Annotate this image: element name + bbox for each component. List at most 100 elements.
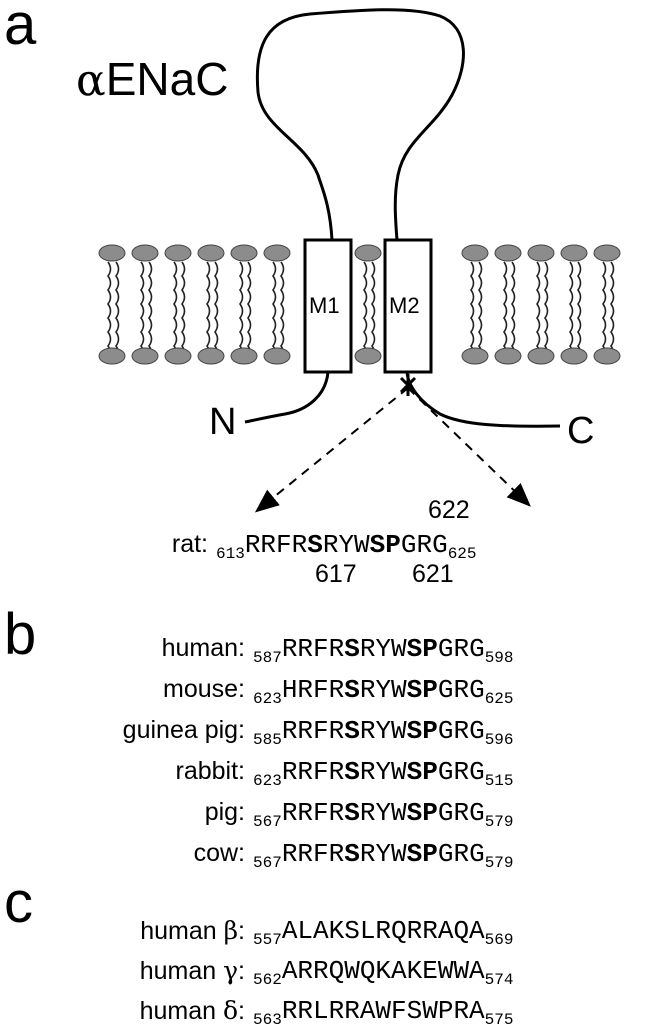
lipid-tail [107,261,112,361]
species-sequence-row: rabbit: 623RRFRSRYWSPGRG515 [176,757,514,790]
lipid-tail [173,261,178,361]
lipid-head-bottom [593,347,621,365]
species-sequence-row: pig: 567RRFRSRYWSPGRG579 [205,798,514,831]
lipid-tail [115,261,120,361]
species-label: pig: [204,798,245,826]
title-enac: ENaC [105,53,229,105]
lipid-head-top [354,244,382,262]
n-terminus-tail [244,371,330,424]
lipid-tail [140,261,145,361]
paralog-sequence-row: human δ: 563RRLRRAWFSWPRA575 [140,996,514,1029]
lipid-tail [214,261,219,361]
residue-621-label: 621 [412,560,454,588]
lipid-head-bottom [263,347,291,365]
lipid-tail [470,261,475,361]
lipid-tail [280,261,285,361]
lipid-head-top [560,244,588,262]
lipid-tail [239,261,244,361]
membrane-topology-diagram [98,8,621,513]
species-sequence-row: cow: 567RRFRSRYWSPGRG579 [194,839,514,872]
lipid-tail [577,261,582,361]
title-alpha: α [76,55,106,106]
sequence: 623HRFRSRYWSPGRG625 [253,675,514,708]
lipid-tail [569,261,574,361]
sequence: 623RRFRSRYWSPGRG515 [253,757,514,790]
residue-622-label: 622 [428,496,470,524]
m2-label: M2 [389,293,420,318]
lipid-head-bottom [164,347,192,365]
lipid-tail [478,261,483,361]
dashed-arrow-right [407,387,531,507]
m1-domain [303,238,353,374]
lipid-tail [503,261,508,361]
species-label: mouse: [163,675,245,703]
lipid-tail [148,261,153,361]
cleavage-site-marker [399,374,417,396]
lipid-head-top [461,244,489,262]
lipid-head-bottom [527,347,555,365]
lipid-tail [602,261,607,361]
lipid-tail [544,261,549,361]
lipid-tail [536,261,541,361]
species-sequence-row: guinea pig: 585RRFRSRYWSPGRG596 [123,716,514,749]
lipid-head-top [593,244,621,262]
lipid-tail [610,261,615,361]
panel-letter-b: b [4,602,37,667]
sequence: 562ARRQWQKAKEWWA574 [253,956,514,989]
species-sequence-row: mouse: 623HRFRSRYWSPGRG625 [163,675,514,708]
lipid-head-bottom [494,347,522,365]
lipid-head-top [131,244,159,262]
paralog-sequence-row: human β: 557ALAKSLRQRRAQA569 [140,916,514,949]
paralog-sequence-row: human γ: 562ARRQWQKAKEWWA574 [140,956,514,989]
lipid-head-top [98,244,126,262]
species-label: rabbit: [175,757,245,785]
lipid-tail [511,261,516,361]
lipid-head-bottom [461,347,489,365]
species-sequence-row: human: 587RRFRSRYWSPGRG598 [162,634,514,667]
species-label: rat: [171,530,208,558]
lipid-tail [371,261,376,361]
lipid-head-top [263,244,291,262]
lipid-head-bottom [354,347,382,365]
lipid-head-bottom [230,347,258,365]
lipid-tail [181,261,186,361]
sequence: 563RRLRRAWFSWPRA575 [253,996,514,1029]
c-terminus-tail [405,371,561,428]
c-terminus-label: C [567,410,595,452]
sequence: 557ALAKSLRQRRAQA569 [253,916,514,949]
species-label: human β: [140,916,245,945]
lipid-tail [206,261,211,361]
dashed-arrow-left [254,387,409,513]
sequence: 613RRFRSRYWSPGRG625 [216,530,477,563]
sequence: 567RRFRSRYWSPGRG579 [253,839,514,872]
sequence: 567RRFRSRYWSPGRG579 [253,798,514,831]
sequence: 587RRFRSRYWSPGRG598 [253,634,514,667]
species-label: human: [161,634,245,662]
lipid-tail [272,261,277,361]
sequence: 585RRFRSRYWSPGRG596 [253,716,514,749]
lipid-head-top [527,244,555,262]
panel-letter-a: a [4,0,37,57]
lipid-head-top [230,244,258,262]
n-terminus-label: N [209,401,237,443]
species-label: guinea pig: [122,716,245,744]
lipid-head-bottom [560,347,588,365]
species-label: cow: [193,839,245,867]
extracellular-loop [255,8,465,241]
lipid-head-bottom [131,347,159,365]
m1-label: M1 [309,293,340,318]
species-label: human δ: [139,996,245,1025]
residue-617-label: 617 [315,560,357,588]
lipid-head-bottom [98,347,126,365]
lipid-head-bottom [197,347,225,365]
lipid-tail [363,261,368,361]
species-label: human γ: [139,956,245,985]
lipid-head-top [197,244,225,262]
lipid-head-top [164,244,192,262]
lipid-tail [247,261,252,361]
diagram-title: αENaC [76,56,228,103]
lipid-head-top [494,244,522,262]
panel-letter-c: c [4,870,33,935]
rat-sequence-row: rat: 613RRFRSRYWSPGRG625 [172,530,477,563]
lipid-bilayer [98,244,621,365]
